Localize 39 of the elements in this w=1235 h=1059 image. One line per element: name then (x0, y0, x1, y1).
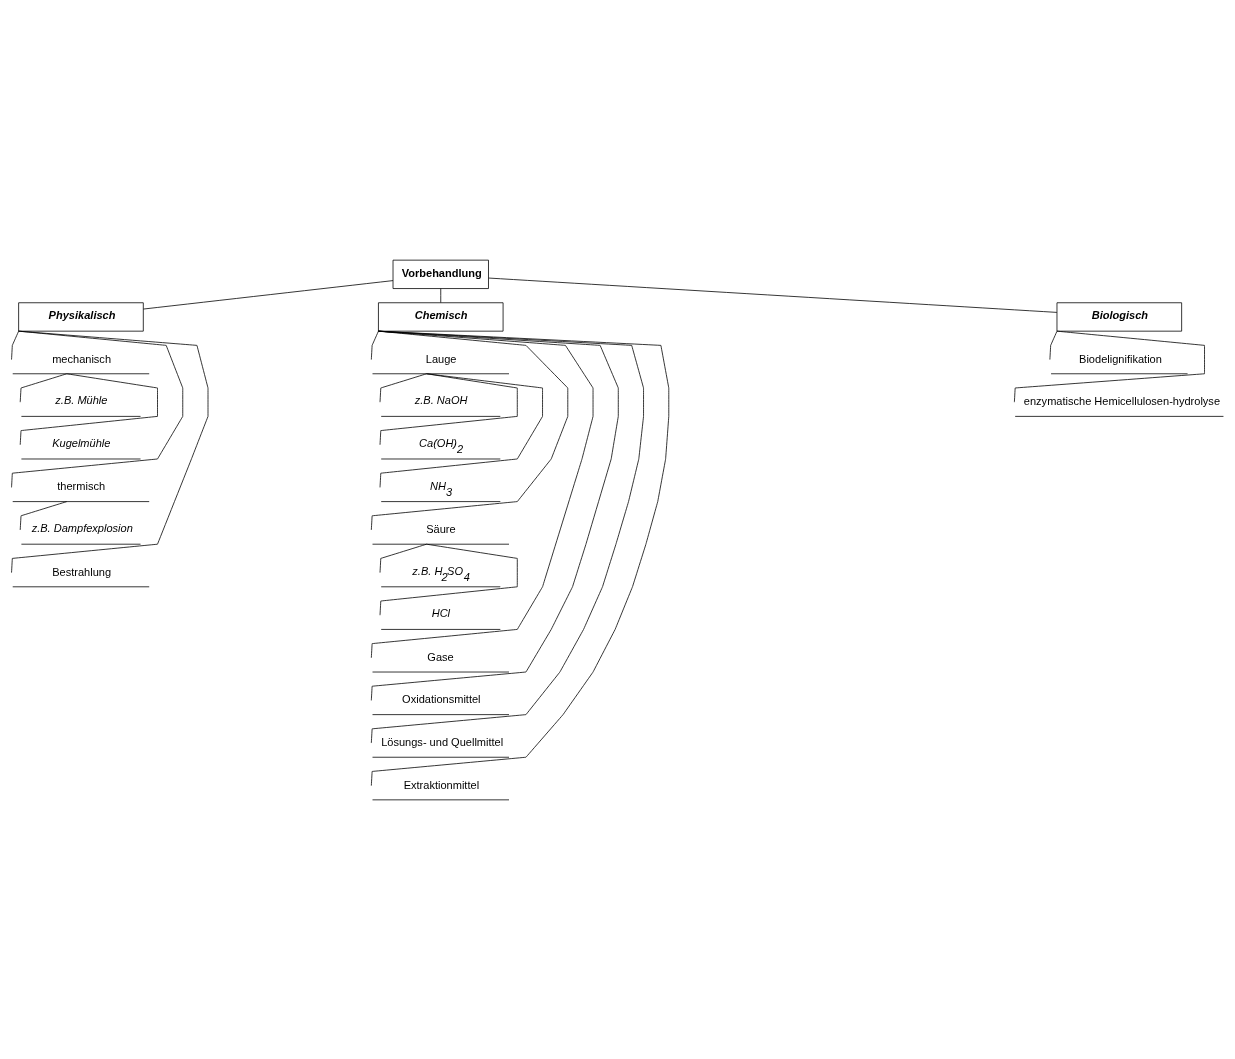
connector (379, 543, 518, 616)
node-text: Extraktionmittel (403, 778, 480, 791)
node-text: enzymatische Hemicellulosen-hydrolyse (1023, 394, 1221, 407)
node-text: mechanisch (52, 351, 112, 364)
node-text: Gase (427, 650, 454, 663)
node-box: Physikalisch (18, 301, 144, 332)
node-box: Chemisch (378, 301, 504, 332)
node-text: HCl (431, 606, 451, 619)
connector (370, 330, 644, 743)
node-text: Lösungs- und Quellmittel (381, 735, 504, 748)
node-text: z.B. Dampfexplosion (31, 521, 133, 534)
node-box: Biologisch (1056, 301, 1183, 332)
node-text: Kugelmühle (52, 436, 111, 449)
node-text: z.B. Mühle (55, 393, 108, 406)
connector (379, 543, 427, 573)
connector (379, 372, 518, 445)
connector (379, 372, 427, 403)
connector (19, 372, 158, 445)
connector (1049, 330, 1058, 360)
connector (1014, 330, 1205, 403)
connector (379, 372, 543, 488)
connector (19, 500, 68, 530)
node-text: Biodelignifikation (1079, 351, 1162, 364)
node-text: thermisch (57, 479, 106, 492)
connector (11, 330, 184, 488)
connector (370, 330, 379, 360)
node-text: Lauge (425, 351, 457, 364)
connector (143, 279, 394, 309)
connector (19, 372, 68, 403)
node-text: Säure (426, 522, 456, 535)
node-box: Vorbehandlung (392, 259, 489, 289)
connector (370, 330, 569, 530)
node-text: Bestrahlung (52, 565, 112, 578)
connector (440, 287, 442, 303)
node-text: Oxidationsmittel (402, 692, 481, 705)
connector (488, 277, 1058, 313)
connector (370, 330, 594, 658)
connector (11, 330, 20, 360)
node-text: z.B. NaOH (414, 393, 468, 406)
